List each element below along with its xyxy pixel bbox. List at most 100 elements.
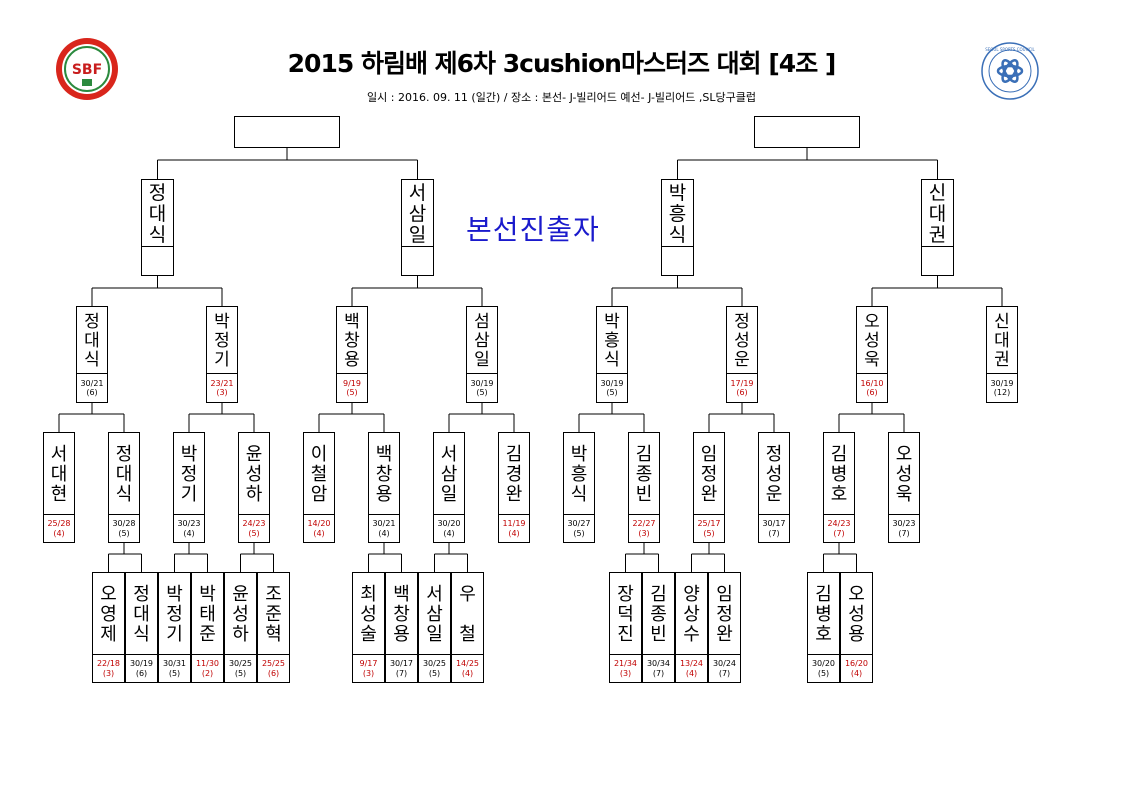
name-char: 성 — [734, 330, 750, 351]
match-score: 24/23(5) — [239, 514, 269, 542]
score-text: 14/20 — [307, 519, 331, 529]
advance-label: 본선진출자 — [466, 213, 600, 246]
name-char: 병 — [830, 463, 848, 485]
name-char: 준 — [199, 624, 216, 646]
event-info: 일시 : 2016. 09. 11 (일간) / 장소 : 본선- J-빌리어드… — [367, 91, 756, 104]
name-char: 제 — [100, 624, 117, 646]
name-char: 하 — [245, 484, 263, 506]
name-char: 기 — [166, 624, 183, 646]
name-char: 호 — [815, 624, 832, 646]
name-char: 성 — [232, 603, 249, 625]
match-score: 25/28(4) — [44, 514, 74, 542]
name-char: 창 — [344, 330, 360, 351]
name-char: 식 — [604, 350, 620, 371]
match-score: 25/17(5) — [694, 514, 724, 542]
name-char: 욱 — [864, 350, 880, 371]
inning-text: (4) — [685, 668, 698, 678]
name-char: 정 — [115, 443, 133, 465]
score-text: 24/23 — [827, 519, 851, 529]
name-char: 윤 — [245, 443, 263, 465]
score-text: 30/20 — [811, 659, 836, 669]
name-char: 기 — [180, 484, 198, 506]
match-score: 30/31(5) — [159, 654, 190, 682]
score-text: 24/23 — [242, 519, 266, 529]
match-score — [142, 246, 173, 275]
score-text: 30/28 — [112, 519, 136, 529]
match-score: 30/21(4) — [369, 514, 399, 542]
name-char: 상 — [683, 603, 700, 625]
match-score: 30/23(4) — [174, 514, 204, 542]
name-char: 백 — [393, 583, 410, 605]
match-score: 16/10(6) — [857, 373, 887, 402]
name-char: 서 — [408, 181, 427, 204]
name-char: 대 — [133, 603, 150, 625]
name-char: 삼 — [408, 202, 427, 225]
match-score: 22/18(3) — [93, 654, 124, 682]
inning-text: (6) — [135, 668, 148, 678]
inning-text: (12) — [993, 388, 1011, 397]
score-text: 21/34 — [613, 659, 638, 669]
name-char: 성 — [864, 330, 880, 351]
name-char: 신 — [928, 181, 947, 204]
match-score: 30/20(4) — [434, 514, 464, 542]
name-char: 정 — [734, 311, 750, 332]
inning-text: (4) — [443, 528, 455, 538]
name-char: 식 — [133, 624, 150, 646]
inning-text: (5) — [476, 388, 488, 397]
name-char: 덕 — [617, 603, 634, 625]
score-text: 30/25 — [422, 659, 447, 669]
name-char: 일 — [474, 350, 490, 371]
score-text: 23/21 — [210, 378, 234, 388]
name-char: 서 — [440, 443, 458, 465]
score-text: 16/10 — [860, 378, 884, 388]
name-char: 욱 — [895, 484, 913, 506]
match-score: 23/21(3) — [207, 373, 237, 402]
name-char: 삼 — [474, 330, 490, 351]
inning-text: (4) — [508, 528, 520, 538]
match-score — [402, 246, 433, 275]
score-text: 30/31 — [162, 659, 187, 669]
name-char: 정 — [133, 583, 150, 605]
name-char: 우 — [459, 583, 476, 605]
name-char: 경 — [505, 463, 523, 485]
name-char: 흥 — [604, 330, 620, 351]
name-char: 김 — [635, 443, 653, 465]
inning-text: (5) — [346, 388, 358, 397]
name-char: 정 — [700, 463, 718, 485]
match-score: 30/25(5) — [225, 654, 256, 682]
name-char: 용 — [848, 624, 865, 646]
name-char: 박 — [199, 583, 216, 605]
inning-text: (5) — [703, 528, 715, 538]
name-char: 오 — [100, 583, 117, 605]
match-score: 14/20(4) — [304, 514, 334, 542]
name-char: 백 — [344, 311, 360, 332]
inning-text: (5) — [817, 668, 830, 678]
sbf-logo: SBF — [56, 38, 118, 100]
